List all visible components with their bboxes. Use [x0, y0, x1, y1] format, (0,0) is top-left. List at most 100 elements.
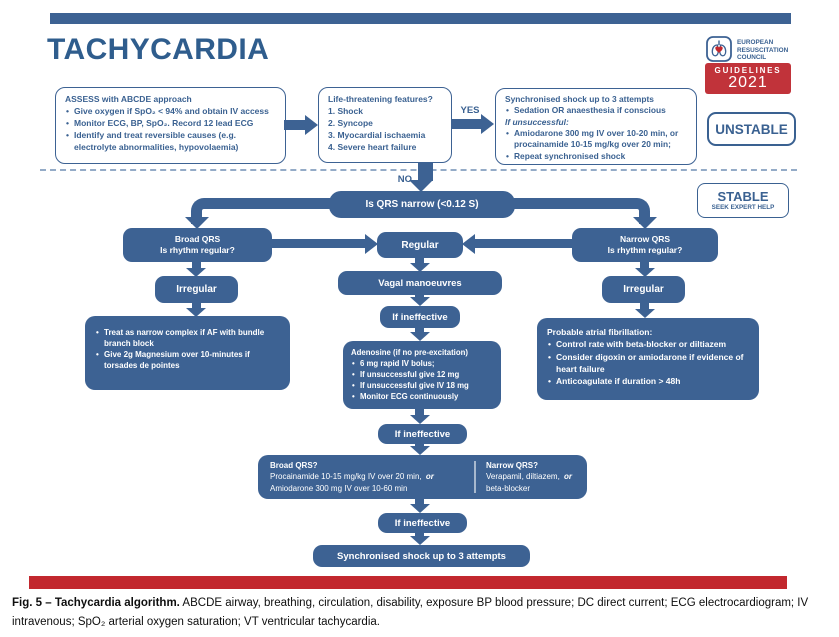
qrs-narrow-node: Is QRS narrow (<0.12 S) [329, 191, 515, 218]
assess-item: Identify and treat reversible causes (e.… [65, 129, 276, 153]
yes-label: YES [460, 105, 480, 116]
connector [415, 258, 424, 264]
shock-item: Repeat synchronised shock [505, 151, 687, 163]
arrowhead [186, 308, 206, 317]
irregular-label: Irregular [176, 284, 217, 295]
broad-qrs-treatment-cell: Broad QRS? Procainamide 10-15 mg/kg IV o… [258, 455, 474, 499]
broad-treatment-line2: Amiodarone 300 mg IV over 10-60 min [270, 483, 408, 493]
connector-qrs-to-narrow [514, 198, 650, 224]
irregular-label: Irregular [623, 284, 664, 295]
if-ineffective-label: If ineffective [394, 517, 451, 529]
connector [415, 499, 424, 506]
split-box-divider [474, 461, 476, 493]
regular-label: Regular [401, 239, 439, 251]
irregular-node-right: Irregular [602, 276, 685, 303]
afib-item: Control rate with beta-blocker or diltia… [547, 338, 749, 351]
erc-logo-icon [706, 36, 732, 62]
arrow-broad-to-regular [272, 239, 367, 248]
qrs-narrow-label: Is QRS narrow (<0.12 S) [365, 199, 479, 210]
assess-item: Monitor ECG, BP, SpO₂. Record 12 lead EC… [65, 117, 276, 129]
narrow-qrs-line1: Narrow QRS [619, 233, 671, 244]
narrow-treatment-or: or [564, 472, 573, 482]
life-threatening-features-box: Life-threatening features? 1. Shock 2. S… [318, 87, 452, 163]
treat-item: Give 2g Magnesium over 10-minutes if tor… [95, 349, 280, 371]
probable-afib-box: Probable atrial fibrillation: Control ra… [537, 318, 759, 400]
arrowhead [410, 536, 430, 545]
regular-node: Regular [377, 232, 463, 258]
connector [415, 533, 424, 538]
adenosine-title: Adenosine (if no pre-excitation) [351, 348, 468, 357]
broad-treatment-line1-text: Procainamide 10-15 mg/kg IV over 20 min, [270, 472, 422, 482]
unstable-badge: UNSTABLE [707, 112, 796, 146]
irregular-node-left: Irregular [155, 276, 238, 303]
features-item: 2. Syncope [328, 118, 373, 129]
arrowhead-into-qrs-box [409, 180, 433, 192]
no-label: NO [397, 174, 412, 185]
final-sync-shock-node: Synchronised shock up to 3 attempts [313, 545, 530, 567]
if-ineffective-label: If ineffective [392, 311, 448, 323]
stable-badge: STABLE SEEK EXPERT HELP [697, 183, 789, 218]
arrowhead-into-narrow-qrs [633, 217, 657, 229]
arrowhead [635, 268, 655, 277]
broad-qrs-line1: Broad QRS [174, 233, 221, 244]
broad-treatment-or: or [425, 472, 434, 482]
guidelines-year: 2021 [728, 74, 768, 91]
figure-caption: Fig. 5 – Tachycardia algorithm. ABCDE ai… [12, 594, 830, 631]
arrow-narrow-to-regular [474, 239, 572, 248]
assess-box: ASSESS with ABCDE approach Give oxygen i… [55, 87, 286, 164]
assess-title: ASSESS with ABCDE approach [65, 94, 192, 104]
assess-item: Give oxygen if SpO₂ < 94% and obtain IV … [65, 105, 276, 117]
arrowhead-assess-to-features [305, 115, 318, 135]
broad-treatment-title: Broad QRS? [270, 461, 318, 470]
shock-if-unsuccessful: If unsuccessful: [505, 116, 569, 127]
arrowhead-broad-to-regular [365, 234, 378, 254]
if-ineffective-node-1: If ineffective [380, 306, 460, 328]
guidelines-2021-badge: GUIDELINES 2021 [705, 63, 791, 94]
broad-narrow-treatment-box: Broad QRS? Procainamide 10-15 mg/kg IV o… [258, 455, 587, 499]
narrow-treatment-line2: beta-blocker [486, 483, 531, 493]
arrowhead [410, 415, 430, 424]
narrow-qrs-node: Narrow QRS Is rhythm regular? [572, 228, 718, 262]
shock-item: Amiodarone 300 mg IV over 10-20 min, or … [505, 128, 687, 151]
arrowhead [186, 268, 206, 277]
connector [192, 303, 201, 309]
broad-qrs-line2: Is rhythm regular? [160, 245, 235, 255]
features-item: 4. Severe heart failure [328, 142, 417, 153]
vagal-manoeuvres-node: Vagal manoeuvres [338, 271, 502, 295]
shock-item: Sedation OR anaesthesia if conscious [505, 105, 687, 117]
adenosine-item: 6 mg rapid IV bolus; [351, 358, 493, 369]
adenosine-item: Monitor ECG continuously [351, 391, 493, 402]
adenosine-box: Adenosine (if no pre-excitation) 6 mg ra… [343, 341, 501, 409]
arrowhead-features-to-shock [481, 114, 494, 134]
arrow-assess-to-features [284, 120, 306, 130]
sync-shock-label: Synchronised shock up to 3 attempts [337, 550, 506, 562]
arrowhead [410, 297, 430, 306]
adenosine-item: If unsuccessful give 12 mg [351, 369, 493, 380]
if-ineffective-node-3: If ineffective [378, 513, 467, 533]
top-accent-bar [50, 13, 791, 24]
treat-narrow-complex-box: Treat as narrow complex if AF with bundl… [85, 316, 290, 390]
afib-item: Anticoagulate if duration > 48h [547, 375, 749, 388]
arrowhead [635, 309, 655, 318]
afib-item: Consider digoxin or amiodarone if eviden… [547, 351, 749, 376]
shock-title: Synchronised shock up to 3 attempts [505, 94, 654, 104]
seek-expert-help-label: SEEK EXPERT HELP [711, 203, 775, 211]
narrow-qrs-treatment-cell: Narrow QRS? Verapamil, diltiazem, or bet… [476, 455, 587, 499]
if-ineffective-node-2: If ineffective [378, 424, 467, 444]
erc-org-line1: EUROPEAN [737, 39, 774, 46]
arrowhead-narrow-to-regular [462, 234, 475, 254]
narrow-treatment-line1: Verapamil, diltiazem, or [486, 471, 581, 482]
narrow-qrs-line2: Is rhythm regular? [607, 245, 683, 255]
treat-item: Treat as narrow complex if AF with bundl… [95, 327, 280, 349]
features-item: 1. Shock [328, 106, 363, 117]
connector [640, 303, 649, 311]
vagal-label: Vagal manoeuvres [378, 277, 462, 289]
connector [192, 262, 201, 269]
erc-org-line2: RESUSCITATION [737, 46, 789, 54]
stable-label: STABLE [717, 189, 769, 205]
arrow-features-to-shock [452, 119, 482, 129]
if-ineffective-label: If ineffective [394, 428, 451, 440]
connector-features-to-qrs [418, 163, 433, 181]
broad-treatment-line1: Procainamide 10-15 mg/kg IV over 20 min,… [270, 471, 468, 482]
